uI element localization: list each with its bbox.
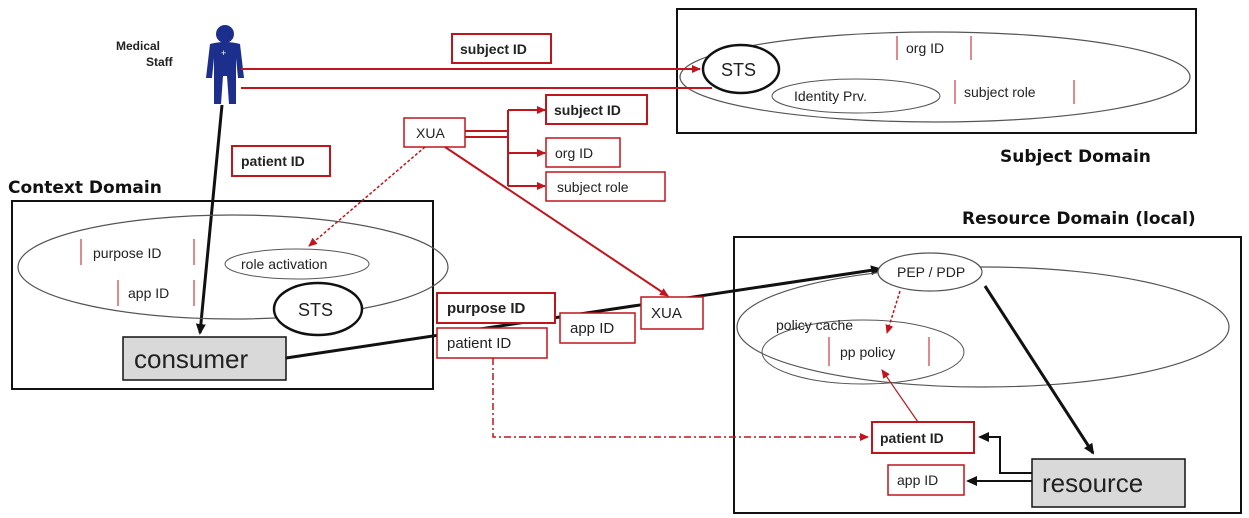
subject-sts-label: STS <box>721 60 756 80</box>
request-app-id-tag: app ID <box>559 312 636 344</box>
arrow-xua-to-role-activation <box>308 146 426 247</box>
role-activation-ellipse <box>224 248 370 280</box>
resource-node: resource <box>1031 458 1186 508</box>
svg-text:purpose ID: purpose ID <box>93 245 161 261</box>
svg-text:app ID: app ID <box>128 285 169 301</box>
context-domain-title: Context Domain <box>8 178 162 198</box>
svg-text:app ID: app ID <box>897 472 938 488</box>
svg-text:pp policy: pp policy <box>840 344 895 360</box>
context-purpose-id-attr: purpose ID <box>80 239 195 265</box>
subject-domain-ellipse <box>679 31 1191 123</box>
context-domain-ellipse <box>17 214 449 320</box>
actor-label-line2: Staff <box>146 55 174 69</box>
svg-text:resource: resource <box>1042 468 1143 498</box>
pep-pdp-node <box>877 252 983 292</box>
resource-domain-ellipse <box>736 266 1230 388</box>
medical-staff-icon: + <box>206 25 244 104</box>
arrow-patient-id-to-resource <box>492 358 869 441</box>
request-purpose-id-tag: purpose ID <box>436 292 556 324</box>
arrow-xua-to-request-xua <box>444 146 669 297</box>
context-app-id-attr: app ID <box>117 280 195 306</box>
context-sts-label: STS <box>298 300 333 320</box>
policy-cache-ellipse <box>761 319 965 385</box>
subject-sts-node <box>701 43 781 95</box>
context-sts-node <box>272 281 364 337</box>
identity-provider-label: Identity Prv. <box>794 88 867 104</box>
svg-text:subject role: subject role <box>964 84 1036 100</box>
consumer-node: consumer <box>122 336 287 381</box>
subject-domain-title: Subject Domain <box>1000 147 1151 167</box>
subject-id-tag-top: subject ID <box>451 33 552 64</box>
xua-subject-id-tag: subject ID <box>545 94 648 125</box>
svg-text:patient ID: patient ID <box>880 430 944 446</box>
arrow-patient-id-to-policy <box>881 369 919 423</box>
svg-text:+: + <box>221 48 226 58</box>
xua-bracket <box>465 110 509 186</box>
request-xua-tag: XUA <box>640 296 704 330</box>
svg-text:org ID: org ID <box>555 145 593 161</box>
request-patient-id-tag: patient ID <box>436 327 548 359</box>
actor-label-line1: Medical <box>116 39 160 53</box>
svg-text:app ID: app ID <box>570 320 614 337</box>
arrow-resource-to-patient-id <box>978 432 1032 474</box>
svg-text:patient ID: patient ID <box>447 335 511 352</box>
xua-subject-role-tag: subject role <box>545 171 666 202</box>
svg-text:consumer: consumer <box>134 344 248 374</box>
pp-policy-attr: pp policy <box>828 337 930 366</box>
svg-text:subject role: subject role <box>557 179 629 195</box>
svg-text:purpose ID: purpose ID <box>447 300 526 317</box>
svg-text:XUA: XUA <box>651 305 682 322</box>
subject-org-id-attr: org ID <box>896 36 972 60</box>
arrow-actor-to-consumer <box>195 104 224 335</box>
xua-org-id-tag: org ID <box>545 137 621 168</box>
svg-text:subject ID: subject ID <box>554 102 621 118</box>
resource-app-id-tag: app ID <box>887 464 965 496</box>
arrow-pep-to-resource <box>983 285 1095 455</box>
svg-text:patient ID: patient ID <box>241 153 305 169</box>
patient-id-tag-actor: patient ID <box>231 145 331 177</box>
resource-patient-id-tag: patient ID <box>871 421 975 454</box>
resource-domain-title: Resource Domain (local) <box>962 209 1196 229</box>
resource-domain-box <box>733 236 1242 514</box>
role-activation-label: role activation <box>241 256 327 272</box>
subject-domain-box <box>676 8 1197 134</box>
pep-pdp-label: PEP / PDP <box>897 264 965 280</box>
svg-text:org ID: org ID <box>906 40 944 56</box>
context-domain-box <box>11 200 434 390</box>
svg-text:XUA: XUA <box>416 125 445 141</box>
arrow-pep-to-policy <box>885 290 901 334</box>
subject-role-attr: subject role <box>954 80 1075 104</box>
svg-text:subject ID: subject ID <box>460 41 527 57</box>
policy-cache-label: policy cache <box>776 317 853 333</box>
identity-provider-ellipse <box>771 78 941 114</box>
xua-center-node: XUA <box>403 117 466 148</box>
